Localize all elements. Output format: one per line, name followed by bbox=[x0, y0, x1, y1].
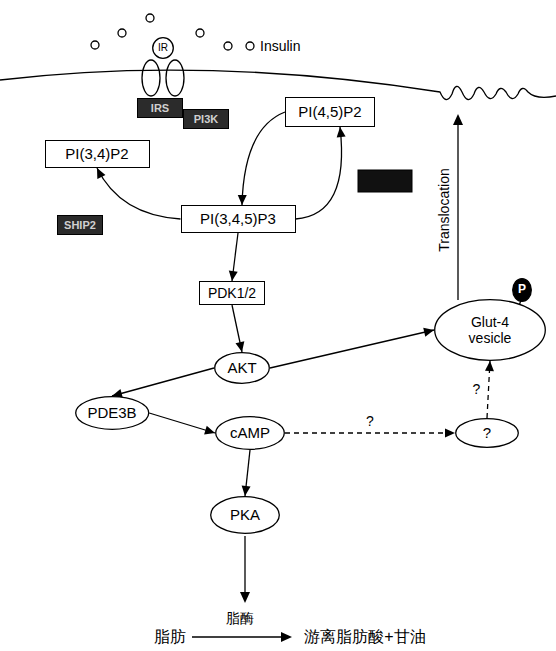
arrowhead bbox=[238, 195, 247, 205]
node-text: ? bbox=[483, 424, 491, 441]
outline bbox=[456, 419, 519, 448]
arrowhead bbox=[485, 361, 494, 371]
edge-label: ? bbox=[364, 414, 376, 429]
lipid-box: PI(4,5)P2 bbox=[285, 97, 375, 127]
node-text: Glut-4 vesicle bbox=[454, 314, 526, 346]
vesicle-ellipse: Glut-4 vesicle bbox=[434, 299, 546, 361]
phosphate-circle: P bbox=[512, 278, 532, 302]
outline bbox=[215, 353, 270, 384]
connector bbox=[485, 361, 494, 418]
outline bbox=[75, 397, 148, 430]
node-text: PI3K bbox=[194, 113, 218, 126]
arrowhead bbox=[97, 168, 105, 179]
edge-label: ? bbox=[471, 382, 483, 397]
arrowhead bbox=[240, 592, 250, 603]
dark-protein-box: IRS bbox=[137, 98, 183, 118]
node-text: IR bbox=[158, 42, 168, 54]
legend-row: Insulin bbox=[244, 38, 300, 54]
outline bbox=[435, 300, 546, 361]
arrowhead bbox=[236, 341, 245, 352]
outline bbox=[211, 497, 280, 534]
legend-text: Insulin bbox=[260, 38, 300, 54]
cell-membrane bbox=[0, 70, 556, 99]
dark-protein-box: SHIP2 bbox=[57, 215, 103, 235]
arrowhead bbox=[281, 632, 292, 642]
node-text: PDK1/2 bbox=[208, 285, 256, 301]
connector bbox=[285, 429, 455, 438]
connector bbox=[229, 233, 238, 281]
insulin-molecule bbox=[146, 14, 154, 22]
node-text: PI(3,4)P2 bbox=[65, 145, 128, 162]
arrowhead bbox=[204, 426, 215, 435]
arrowhead bbox=[242, 486, 251, 496]
node-text: PI(4,5)P2 bbox=[298, 103, 361, 120]
connector-line bbox=[296, 127, 342, 219]
lipid-box: PI(3,4,5)P3 bbox=[181, 205, 296, 233]
receptor-subunit bbox=[142, 60, 160, 96]
lipid-box: PI(3,4)P2 bbox=[45, 140, 150, 168]
process-box: PDK1/2 bbox=[199, 281, 265, 305]
protein-ellipse: AKT bbox=[214, 352, 270, 384]
connector bbox=[232, 305, 244, 352]
insulin-molecule bbox=[91, 41, 99, 49]
arrowhead bbox=[453, 114, 463, 125]
connector-line bbox=[285, 432, 455, 433]
translocation-arrow bbox=[457, 122, 458, 300]
substrate-label: 脂肪 bbox=[154, 628, 186, 646]
process-label: Translocation bbox=[437, 168, 452, 252]
node-text: PKA bbox=[230, 506, 260, 523]
connector-line bbox=[112, 368, 214, 396]
connector-line bbox=[97, 168, 181, 219]
node-text: P bbox=[518, 283, 526, 297]
protein-ellipse: PDE3B bbox=[75, 396, 149, 430]
arrowhead bbox=[229, 271, 238, 281]
pten-box bbox=[358, 170, 412, 192]
unknown-ellipse: ? bbox=[455, 418, 519, 448]
connector-line bbox=[270, 330, 434, 368]
node-text: SHIP2 bbox=[64, 219, 96, 232]
outline bbox=[216, 417, 285, 450]
legend-swatch bbox=[244, 40, 256, 52]
node-text: PDE3B bbox=[87, 404, 136, 421]
receptor-subunit bbox=[166, 60, 184, 96]
arrowhead bbox=[337, 127, 346, 137]
insulin-molecule bbox=[118, 29, 126, 37]
receptor-head: IR bbox=[152, 37, 174, 59]
arrowhead bbox=[445, 429, 455, 438]
node-text: PI(3,4,5)P3 bbox=[200, 210, 276, 227]
node-text: IRS bbox=[151, 102, 169, 115]
outline bbox=[513, 279, 532, 302]
insulin-sample bbox=[246, 42, 254, 50]
connector bbox=[238, 112, 285, 205]
arrowhead bbox=[423, 328, 434, 337]
dark-protein-box: PI3K bbox=[183, 109, 229, 129]
connector bbox=[296, 127, 346, 219]
connector bbox=[149, 413, 215, 434]
connector bbox=[97, 168, 181, 219]
lipase-reaction-arrow bbox=[192, 636, 284, 637]
connector bbox=[112, 368, 214, 398]
connector-line bbox=[149, 413, 215, 433]
enzyme-label: 脂酶 bbox=[226, 611, 254, 626]
connector-line bbox=[242, 112, 285, 205]
protein-ellipse: PKA bbox=[210, 496, 280, 534]
connector bbox=[242, 450, 251, 496]
insulin-molecule bbox=[196, 29, 204, 37]
node-text: cAMP bbox=[230, 424, 270, 441]
connector bbox=[270, 328, 434, 368]
product-label: 游离脂肪酸+甘油 bbox=[304, 628, 425, 646]
insulin-molecule bbox=[224, 42, 232, 50]
pka-arrow bbox=[244, 536, 245, 595]
node-text: AKT bbox=[227, 359, 256, 376]
outline bbox=[153, 38, 174, 59]
protein-ellipse: cAMP bbox=[215, 416, 285, 450]
